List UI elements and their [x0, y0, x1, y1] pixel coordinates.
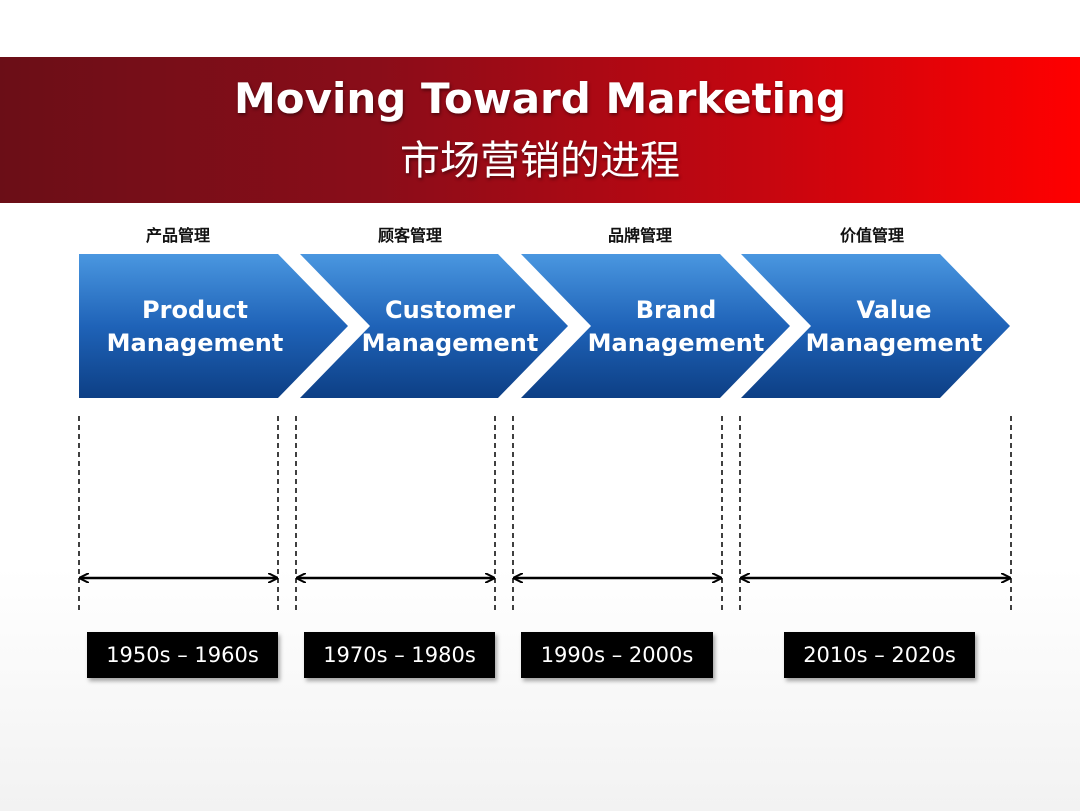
stage-cn-label-brand: 品牌管理	[607, 226, 672, 245]
chevron-brand	[521, 254, 790, 398]
stage-cn-label-value: 价值管理	[839, 226, 904, 245]
chevron-label-brand-line1: Brand	[636, 296, 717, 324]
dashed-guide-lines	[78, 416, 1012, 614]
chevron-product	[79, 254, 348, 398]
era-box-value: 2010s – 2020s	[784, 632, 975, 678]
stage-cn-label-product: 产品管理	[145, 226, 210, 245]
chevron-label-product-line2: Management	[107, 329, 284, 357]
slide-title-chinese: 市场营销的进程	[400, 138, 680, 184]
chevron-label-brand-line2: Management	[588, 329, 765, 357]
chevron-label-customer-line1: Customer	[385, 296, 515, 324]
slide-title-english: Moving Toward Marketing	[233, 74, 847, 123]
era-box-brand: 1990s – 2000s	[521, 632, 713, 678]
chevron-label-value-line1: Value	[856, 296, 931, 324]
chevron-label-value-line2: Management	[806, 329, 983, 357]
title-banner	[0, 57, 1080, 203]
stage-cn-label-customer: 顾客管理	[377, 226, 442, 245]
era-box-customer: 1970s – 1980s	[304, 632, 495, 678]
chevron-customer	[300, 254, 568, 398]
chevron-label-product-line1: Product	[142, 296, 248, 324]
chevron-value	[741, 254, 1010, 398]
chevron-label-customer-line2: Management	[362, 329, 539, 357]
era-box-product: 1950s – 1960s	[87, 632, 278, 678]
